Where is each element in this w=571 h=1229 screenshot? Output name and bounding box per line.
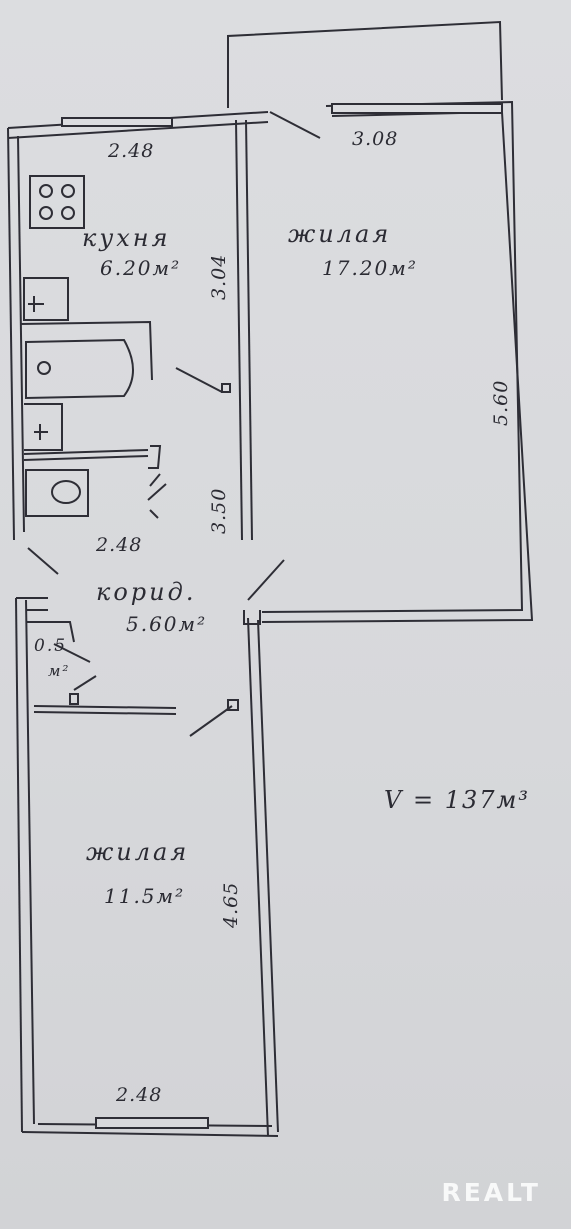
bathroom-door [175,367,223,393]
toilet-room-fixture [25,469,89,517]
kitchen-right-wall [235,119,243,541]
toilet-door [147,483,167,501]
kitchen-depth-label: 3.04 [208,253,230,300]
closet-door [73,675,97,691]
kitchen-sink [23,277,69,321]
bathtub [25,338,134,400]
large-room-walls [261,100,524,613]
closet-wall [26,621,75,643]
large-room-name-label: жилая [288,220,392,248]
small-room-door [189,705,233,737]
kitchen-window [61,117,173,127]
kitchen-width-label: 2.48 [108,140,155,162]
bath-partition [19,320,153,381]
large-room-area-label: 17.20м² [322,256,418,280]
small-room-width-label: 2.48 [116,1084,163,1106]
corridor-area-label: 5.60м² [126,612,208,636]
small-room-window [95,1117,209,1129]
realt-watermark: REALT [441,1178,541,1207]
large-room-width-label: 3.08 [352,128,399,150]
large-room-depth-label: 5.60 [490,379,512,426]
balcony-door [269,111,321,139]
kitchen-left-wall [7,127,15,541]
kitchen-area-label: 6.20м² [100,256,182,280]
bath-width-label: 2.48 [96,534,143,556]
small-room-name-label: жилая [86,838,190,866]
large-room-door [247,559,285,601]
kitchen-name-label: кухня [82,224,171,252]
large-room-window [331,103,503,114]
entrance-door [27,547,59,575]
small-room-depth-label: 4.65 [220,881,242,928]
closet-area-unit-label: м² [48,662,71,680]
corridor-name-label: корид. [96,578,197,606]
stove [29,175,85,229]
bath-depth-label: 3.50 [208,487,230,534]
small-room-left-wall [15,597,23,1133]
closet-area-label: 0.5 [34,636,68,656]
volume-label: V = 137м³ [384,786,531,814]
washbasin [24,403,63,451]
small-room-area-label: 11.5м² [104,884,186,908]
balcony-outline [227,20,503,108]
small-room-right-wall [247,617,269,1137]
